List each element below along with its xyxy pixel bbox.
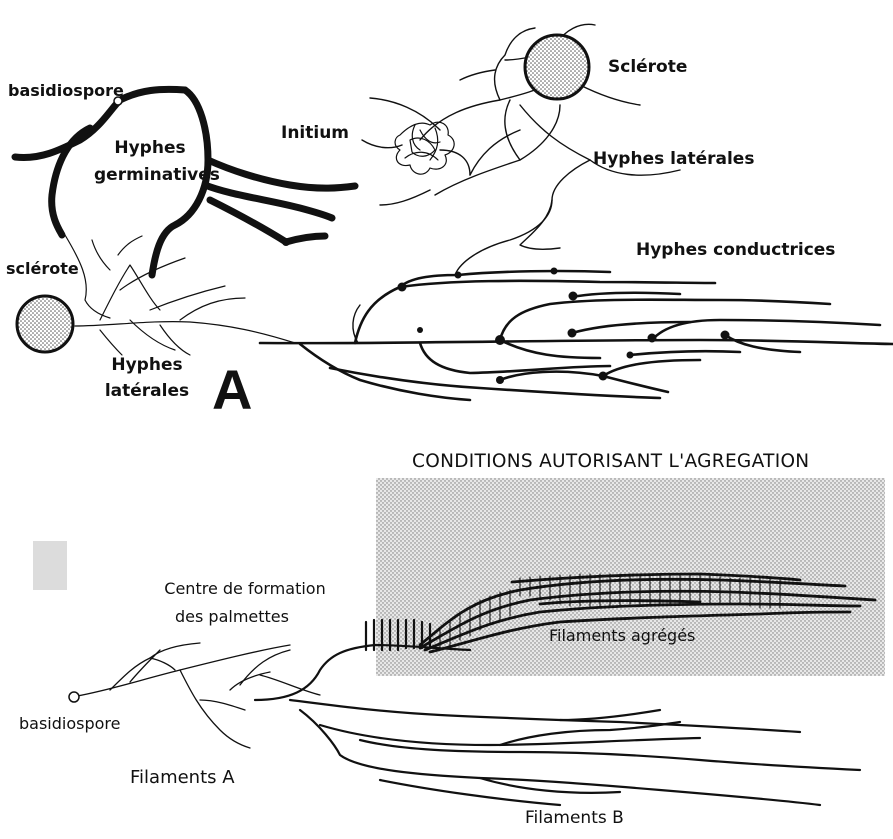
label-hyphes-conductrices: Hyphes conductrices (636, 241, 835, 261)
label-basidiospore-a: basidiospore (8, 82, 124, 100)
basidiospore-b (69, 692, 79, 702)
label-basidiospore-b: basidiospore (19, 715, 120, 733)
label-initium: Initium (281, 124, 349, 144)
label-hyphes-germinatives-line2: germinatives (94, 166, 206, 186)
label-hyphes-germinatives-line1: Hyphes (100, 139, 200, 159)
label-hyphes-laterales-bottom-line2: latérales (102, 382, 192, 402)
initium-knot (395, 122, 454, 174)
label-filaments-agreges: Filaments agrégés (549, 627, 695, 645)
label-conditions-agregation: CONDITIONS AUTORISANT L'AGREGATION (412, 451, 809, 472)
label-hyphes-laterales-top: Hyphes latérales (593, 150, 754, 170)
label-sclerote-top: Sclérote (608, 58, 687, 78)
label-filaments-b: Filaments B (525, 809, 624, 829)
label-centre-formation-line1: Centre de formation (140, 580, 350, 598)
left-fine-hyphae (65, 235, 295, 355)
panel-b (33, 478, 885, 805)
panel-a (15, 24, 893, 400)
label-centre-formation-line2: des palmettes (175, 608, 289, 626)
label-hyphes-laterales-bottom-line1: Hyphes (107, 356, 187, 376)
sclerote-top (525, 35, 589, 99)
sclerote-left (17, 296, 73, 352)
label-filaments-a: Filaments A (130, 768, 235, 789)
label-sclerote-left: sclérote (6, 260, 79, 278)
panel-letter-a: A (212, 358, 252, 422)
grey-box (33, 541, 67, 590)
